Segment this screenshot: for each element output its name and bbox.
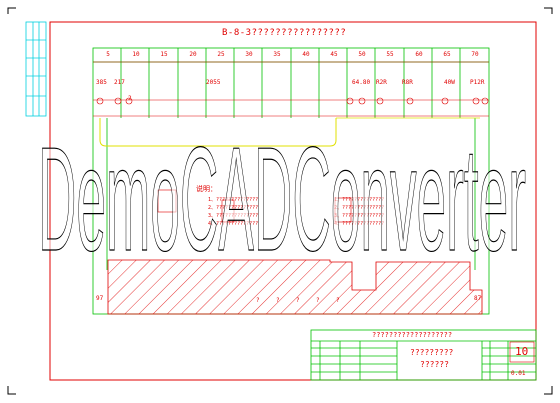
column-label: 25 [217,51,225,58]
column-label: 45 [330,51,338,58]
binding-strip [25,21,47,117]
sheet-number-box [509,341,535,363]
note-left-4: 4、?????????????? [208,221,259,227]
drawing-title: B-8-3???????????????? [222,28,347,38]
bottom-mark-5: ? [336,297,340,304]
label-217: 217 [114,79,125,86]
drawing-frame [49,21,537,381]
column-label: 15 [160,51,168,58]
notes-heading: 说明： [196,185,217,193]
title-block-name-1: ????????? [410,348,454,357]
bus-line [99,118,337,147]
column-label: 30 [245,51,253,58]
title-block-name-2: ?????? [420,360,449,369]
red-dividers [93,61,489,117]
label-97: 97 [96,295,104,302]
corner-marks [7,7,553,395]
note-right-4: 4、?????????????? [334,221,385,227]
note-right-2: 2、?????????????? [334,205,385,211]
watermark: DemoCADConverter [38,118,527,278]
label-87: 87 [474,295,482,302]
bottom-mark-2: ? [276,297,280,304]
column-label: 5 [106,51,110,58]
column-label: 60 [415,51,423,58]
bottom-mark-4: ? [316,297,320,304]
label-2055: 2055 [206,79,221,86]
label-r2r: R2R [376,79,387,86]
note-left-3: 3、?????????????? [208,213,259,219]
title-block-header: ??????????????????? [372,331,453,339]
note-right-1: 1、?????????????? [334,197,385,203]
label-r8r: R8R [402,79,413,86]
column-label: 70 [471,51,479,58]
hatched-foundation [107,259,483,315]
note-left-2: 2、?????????????? [208,205,259,211]
column-label: 65 [443,51,451,58]
label-p12r: P12R [470,79,485,86]
title-block-sheet: 10 [515,345,529,358]
note-right-3: 3、?????????????? [334,213,385,219]
label-385: 385 [96,79,107,86]
column-label: 55 [386,51,394,58]
terminal-symbols [96,97,489,223]
column-label: 40 [302,51,310,58]
label-40w: 40W [444,79,455,86]
bottom-mark-1: ? [256,297,260,304]
watermark-text: DemoCADConverter [38,118,526,278]
bottom-mark-3: ? [296,297,300,304]
note-left-1: 1、?????????????? [208,197,259,203]
title-block-code: 0.01 [511,370,526,377]
column-label: 35 [273,51,281,58]
title-block [310,329,537,381]
column-label: 10 [132,51,140,58]
label-2: 2 [128,95,132,102]
label-6480: 64.80 [352,79,371,86]
column-label: 20 [189,51,197,58]
column-label: 50 [358,51,366,58]
